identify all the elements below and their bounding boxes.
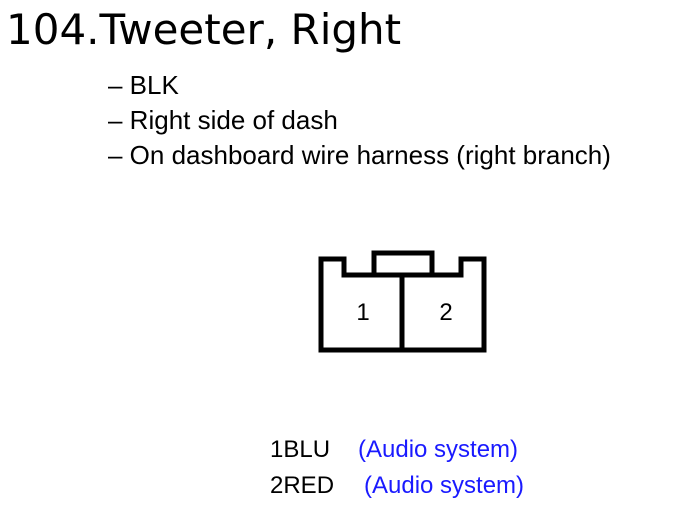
pin-description: (Audio system) — [364, 472, 525, 499]
pin-description: (Audio system) — [358, 436, 519, 463]
pin-assignments: 1BLU (Audio system) 2RED (Audio system) — [270, 432, 524, 504]
connector-diagram: 1 2 — [318, 250, 487, 353]
component-number: 104. — [6, 5, 100, 54]
pin-label-1: 1 — [356, 299, 369, 326]
pin-wire-id: 1BLU — [270, 436, 331, 463]
detail-location: – Right side of dash — [108, 105, 338, 135]
pin-row: 1BLU (Audio system) — [270, 432, 524, 468]
pin-label-2: 2 — [439, 299, 452, 326]
pin-wire-id: 2RED — [270, 472, 335, 499]
detail-harness: – On dashboard wire harness (right branc… — [108, 140, 611, 170]
page-title: 104.Tweeter, Right — [6, 6, 401, 54]
pin-row: 2RED (Audio system) — [270, 468, 524, 504]
component-details: – BLK – Right side of dash – On dashboar… — [108, 68, 611, 173]
detail-color: – BLK — [108, 70, 179, 100]
component-name: Tweeter, Right — [99, 5, 402, 54]
